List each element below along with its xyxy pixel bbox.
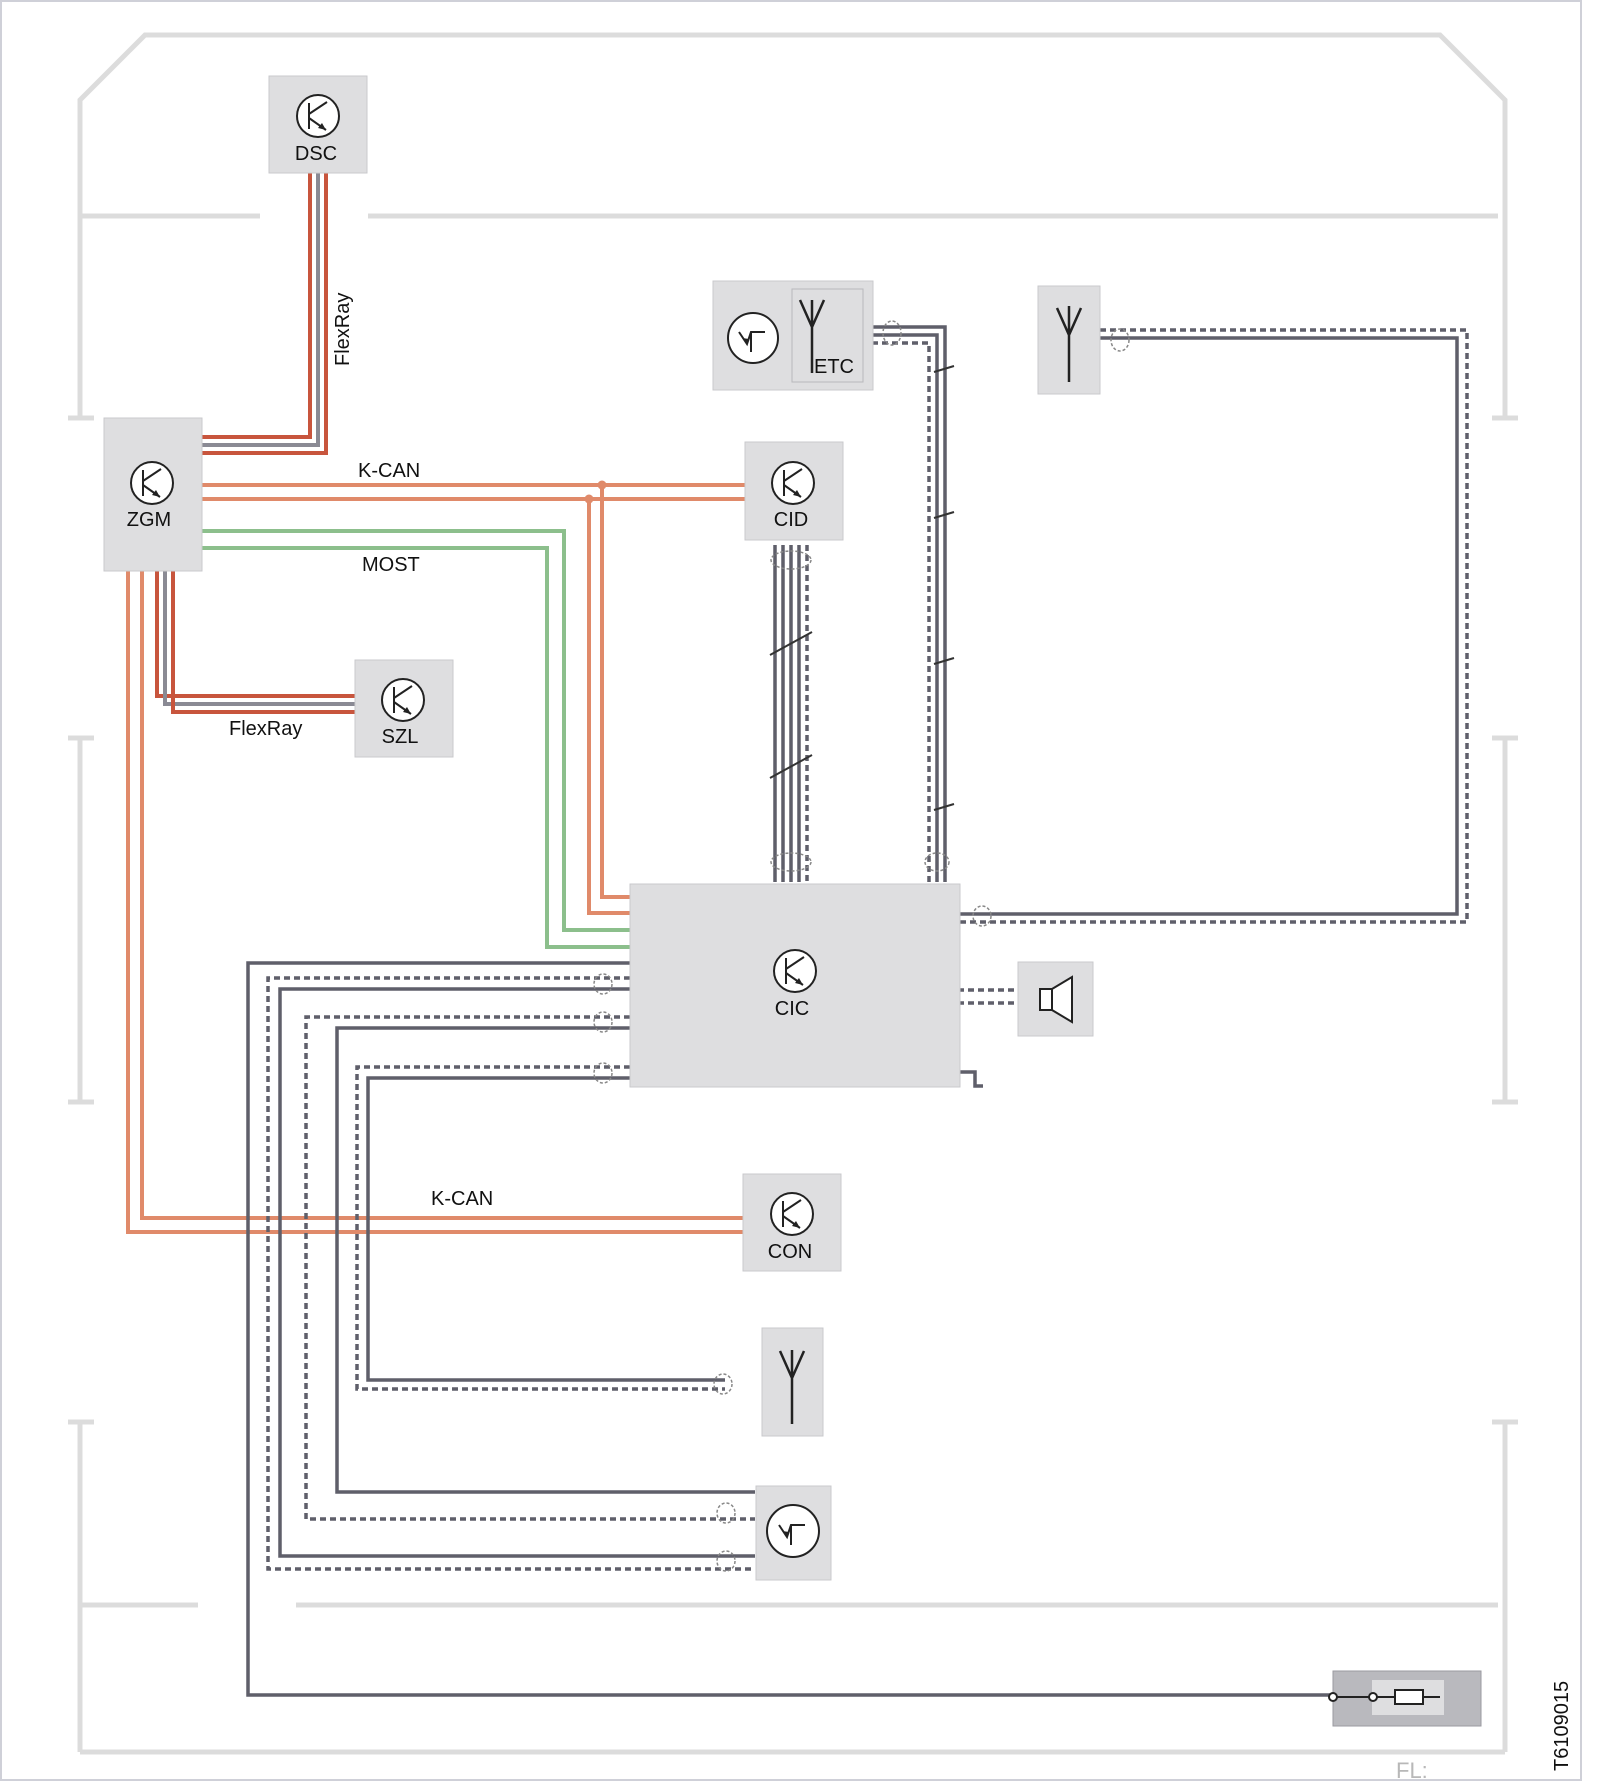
control-unit-icon [773,949,817,993]
control-unit-icon [770,1192,814,1236]
unit-lower-antenna [761,1327,824,1437]
kcan-junction [597,480,607,490]
cables [246,325,1469,1697]
cable-ticks [769,365,955,811]
speaker-icon [1039,975,1073,1024]
bus-label-kcan: K-CAN [358,460,420,482]
flexray-bus [155,173,355,714]
unit-label: CIC [775,998,809,1020]
kcan-junction [584,494,594,504]
control-unit-icon [296,94,340,138]
unit-label: CID [774,509,808,531]
fuse-icon [1328,1689,1440,1705]
unit-szl: SZL [354,659,454,758]
unit-label: CON [768,1241,812,1263]
control-unit-icon [381,678,425,722]
bus-label-kcan: K-CAN [431,1188,493,1210]
antenna-icon [1055,306,1083,382]
tuner-icon [727,312,779,364]
vehicle-outline [68,32,1518,1755]
unit-lower-tuner [755,1485,832,1581]
unit-cid: CID [744,441,844,541]
unit-con: CON [742,1173,842,1272]
control-unit-icon [130,461,174,505]
unit-label: SZL [382,726,419,748]
fuse-box [1328,1670,1482,1727]
most-bus [202,529,630,949]
antenna-icon [798,299,826,373]
bus-label-flexray: FlexRay [229,718,302,740]
bus-label-flexray: FlexRay [332,293,354,366]
unit-cic: CIC [629,883,961,1088]
unit-label: DSC [295,143,337,165]
kcan-bus [126,483,745,1234]
tuner-icon [766,1504,820,1558]
unit-dsc: DSC [268,75,368,174]
antenna-icon [778,1350,806,1424]
unit-rear-antenna [1037,285,1101,395]
connector-markers [593,320,1130,1572]
bus-label-most: MOST [362,554,420,576]
figure-id: T6109015 [1551,1681,1573,1771]
unit-label: ETC [814,356,854,378]
unit-speaker [1017,961,1094,1037]
unit-zgm: ZGM [103,417,203,572]
control-unit-icon [771,461,815,505]
unit-etc: ETC [712,280,874,391]
footer-fl: FL: [1396,1758,1428,1783]
unit-label: ZGM [127,509,171,531]
